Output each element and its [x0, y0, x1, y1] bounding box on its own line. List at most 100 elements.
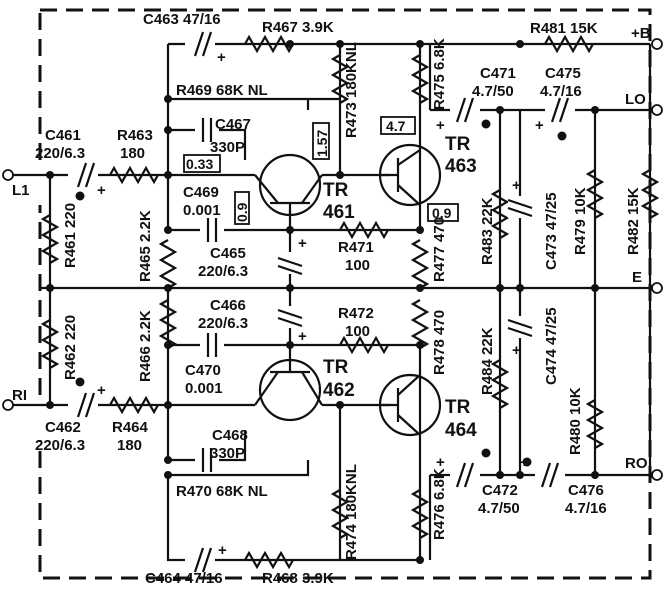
label-r473: R473 180KNL: [343, 42, 360, 138]
label-c472-name: C472: [482, 482, 518, 499]
polarity-marks: + + + + + + + + + + + +: [97, 49, 544, 559]
c470-symbol: [200, 333, 224, 357]
label-r468: R468 3.9K: [262, 570, 334, 587]
c468-symbol: [195, 448, 219, 472]
svg-text:+: +: [217, 49, 226, 66]
label-c470-value: 0.001: [185, 380, 223, 397]
tr464-label-1: TR: [445, 397, 471, 418]
svg-text:+: +: [512, 177, 521, 194]
board-outline: [38, 8, 652, 580]
terminal-pad-plus-b: [651, 38, 663, 50]
junctions: [46, 40, 599, 564]
svg-text:+: +: [218, 542, 227, 559]
label-c461-name: C461: [45, 127, 81, 144]
terminal-e: E: [632, 269, 642, 286]
label-c465-value: 220/6.3: [198, 263, 248, 280]
c466-symbol: [277, 306, 303, 328]
terminal-lo: LO: [625, 91, 646, 108]
label-c471-value: 4.7/50: [472, 83, 514, 100]
terminal-plus-b: +B: [631, 25, 651, 42]
label-c467-name: C467: [215, 116, 251, 133]
c462-symbol: [68, 392, 98, 418]
tr463-symbol: [378, 143, 442, 207]
label-c463: C463 47/16: [143, 11, 221, 28]
transistor-labels: TR 461 TR 462 TR 463 TR 464: [323, 134, 477, 441]
label-r484: R484 22K: [479, 327, 496, 395]
terminal-pad-li: [2, 169, 14, 181]
label-r482: R482 15K: [625, 187, 642, 255]
terminal-li: L1: [12, 182, 30, 199]
tr462-label-2: 462: [323, 380, 355, 401]
label-r464-value: 180: [117, 437, 142, 454]
label-r481: R481 15K: [530, 20, 598, 37]
voltage-09-base: 0.9: [234, 202, 250, 222]
tr462-label-1: TR: [323, 357, 349, 378]
label-r467: R467 3.9K: [262, 19, 334, 36]
svg-text:+: +: [520, 454, 529, 471]
label-c466-value: 220/6.3: [198, 315, 248, 332]
svg-text:+: +: [97, 382, 106, 399]
svg-text:+: +: [97, 182, 106, 199]
voltage-033: 0.33: [186, 156, 213, 172]
voltage-157: 1.57: [314, 130, 330, 157]
terminal-pad-lo: [651, 104, 663, 116]
label-c474: C474 47/25: [543, 307, 560, 385]
terminal-labels: +B LO L1 E RI RO: [12, 25, 651, 472]
svg-text:+: +: [298, 235, 307, 252]
label-c467-value: 330P: [210, 139, 245, 156]
c473-symbol: [507, 196, 533, 218]
label-r464-name: R464: [112, 419, 149, 436]
terminal-pad-ri: [2, 399, 14, 411]
label-r461: R461 220: [62, 203, 79, 268]
svg-text:+: +: [512, 342, 521, 359]
tr463-label-2: 463: [445, 156, 477, 177]
label-c462-value: 220/6.3: [35, 437, 85, 454]
c469-symbol: [200, 218, 224, 242]
label-r476: R476 6.8K: [431, 468, 448, 540]
c471-symbol: [450, 97, 480, 123]
label-c471-name: C471: [480, 65, 516, 82]
c476-symbol: [535, 462, 565, 488]
label-c464: C464 47/16: [145, 570, 223, 587]
c472-symbol: [450, 462, 480, 488]
c474-symbol: [507, 316, 533, 338]
voltage-boxes: [183, 116, 459, 225]
tr464-symbol: [378, 373, 442, 437]
label-r474: R474 180KNL: [343, 464, 360, 560]
terminal-ri: RI: [12, 387, 27, 404]
terminal-pads: [2, 38, 663, 481]
label-r463-name: R463: [117, 127, 153, 144]
label-c476-name: C476: [568, 482, 604, 499]
label-c462-name: C462: [45, 419, 81, 436]
tr463-label-1: TR: [445, 134, 471, 155]
label-r469: R469 68K NL: [176, 82, 268, 99]
terminal-pad-ro: [651, 469, 663, 481]
label-c476-value: 4.7/16: [565, 500, 607, 517]
capacitors: [68, 31, 575, 573]
label-c469-value: 0.001: [183, 202, 221, 219]
label-r462: R462 220: [62, 315, 79, 380]
label-c468-name: C468: [212, 427, 248, 444]
label-c468-value: 330P: [210, 445, 245, 462]
label-r463-value: 180: [120, 145, 145, 162]
c463-symbol: [185, 31, 215, 57]
label-c470-name: C470: [185, 362, 221, 379]
resistors: [40, 34, 660, 570]
svg-text:+: +: [436, 117, 445, 134]
voltage-labels: 0.33 0.9 1.57 4.7 0.9: [186, 118, 452, 222]
svg-text:+: +: [535, 117, 544, 134]
tr461-label-2: 461: [323, 202, 355, 223]
tr464-label-2: 464: [445, 420, 477, 441]
label-c465-name: C465: [210, 245, 246, 262]
c475-symbol: [545, 97, 575, 123]
tr461-label-1: TR: [323, 180, 349, 201]
label-r466: R466 2.2K: [137, 310, 154, 382]
c465-symbol: [277, 252, 303, 276]
c464-symbol: [185, 547, 215, 573]
label-c475-value: 4.7/16: [540, 83, 582, 100]
c461-symbol: [68, 162, 98, 188]
svg-text:+: +: [436, 454, 445, 471]
svg-text:+: +: [298, 328, 307, 345]
label-r470: R470 68K NL: [176, 483, 268, 500]
